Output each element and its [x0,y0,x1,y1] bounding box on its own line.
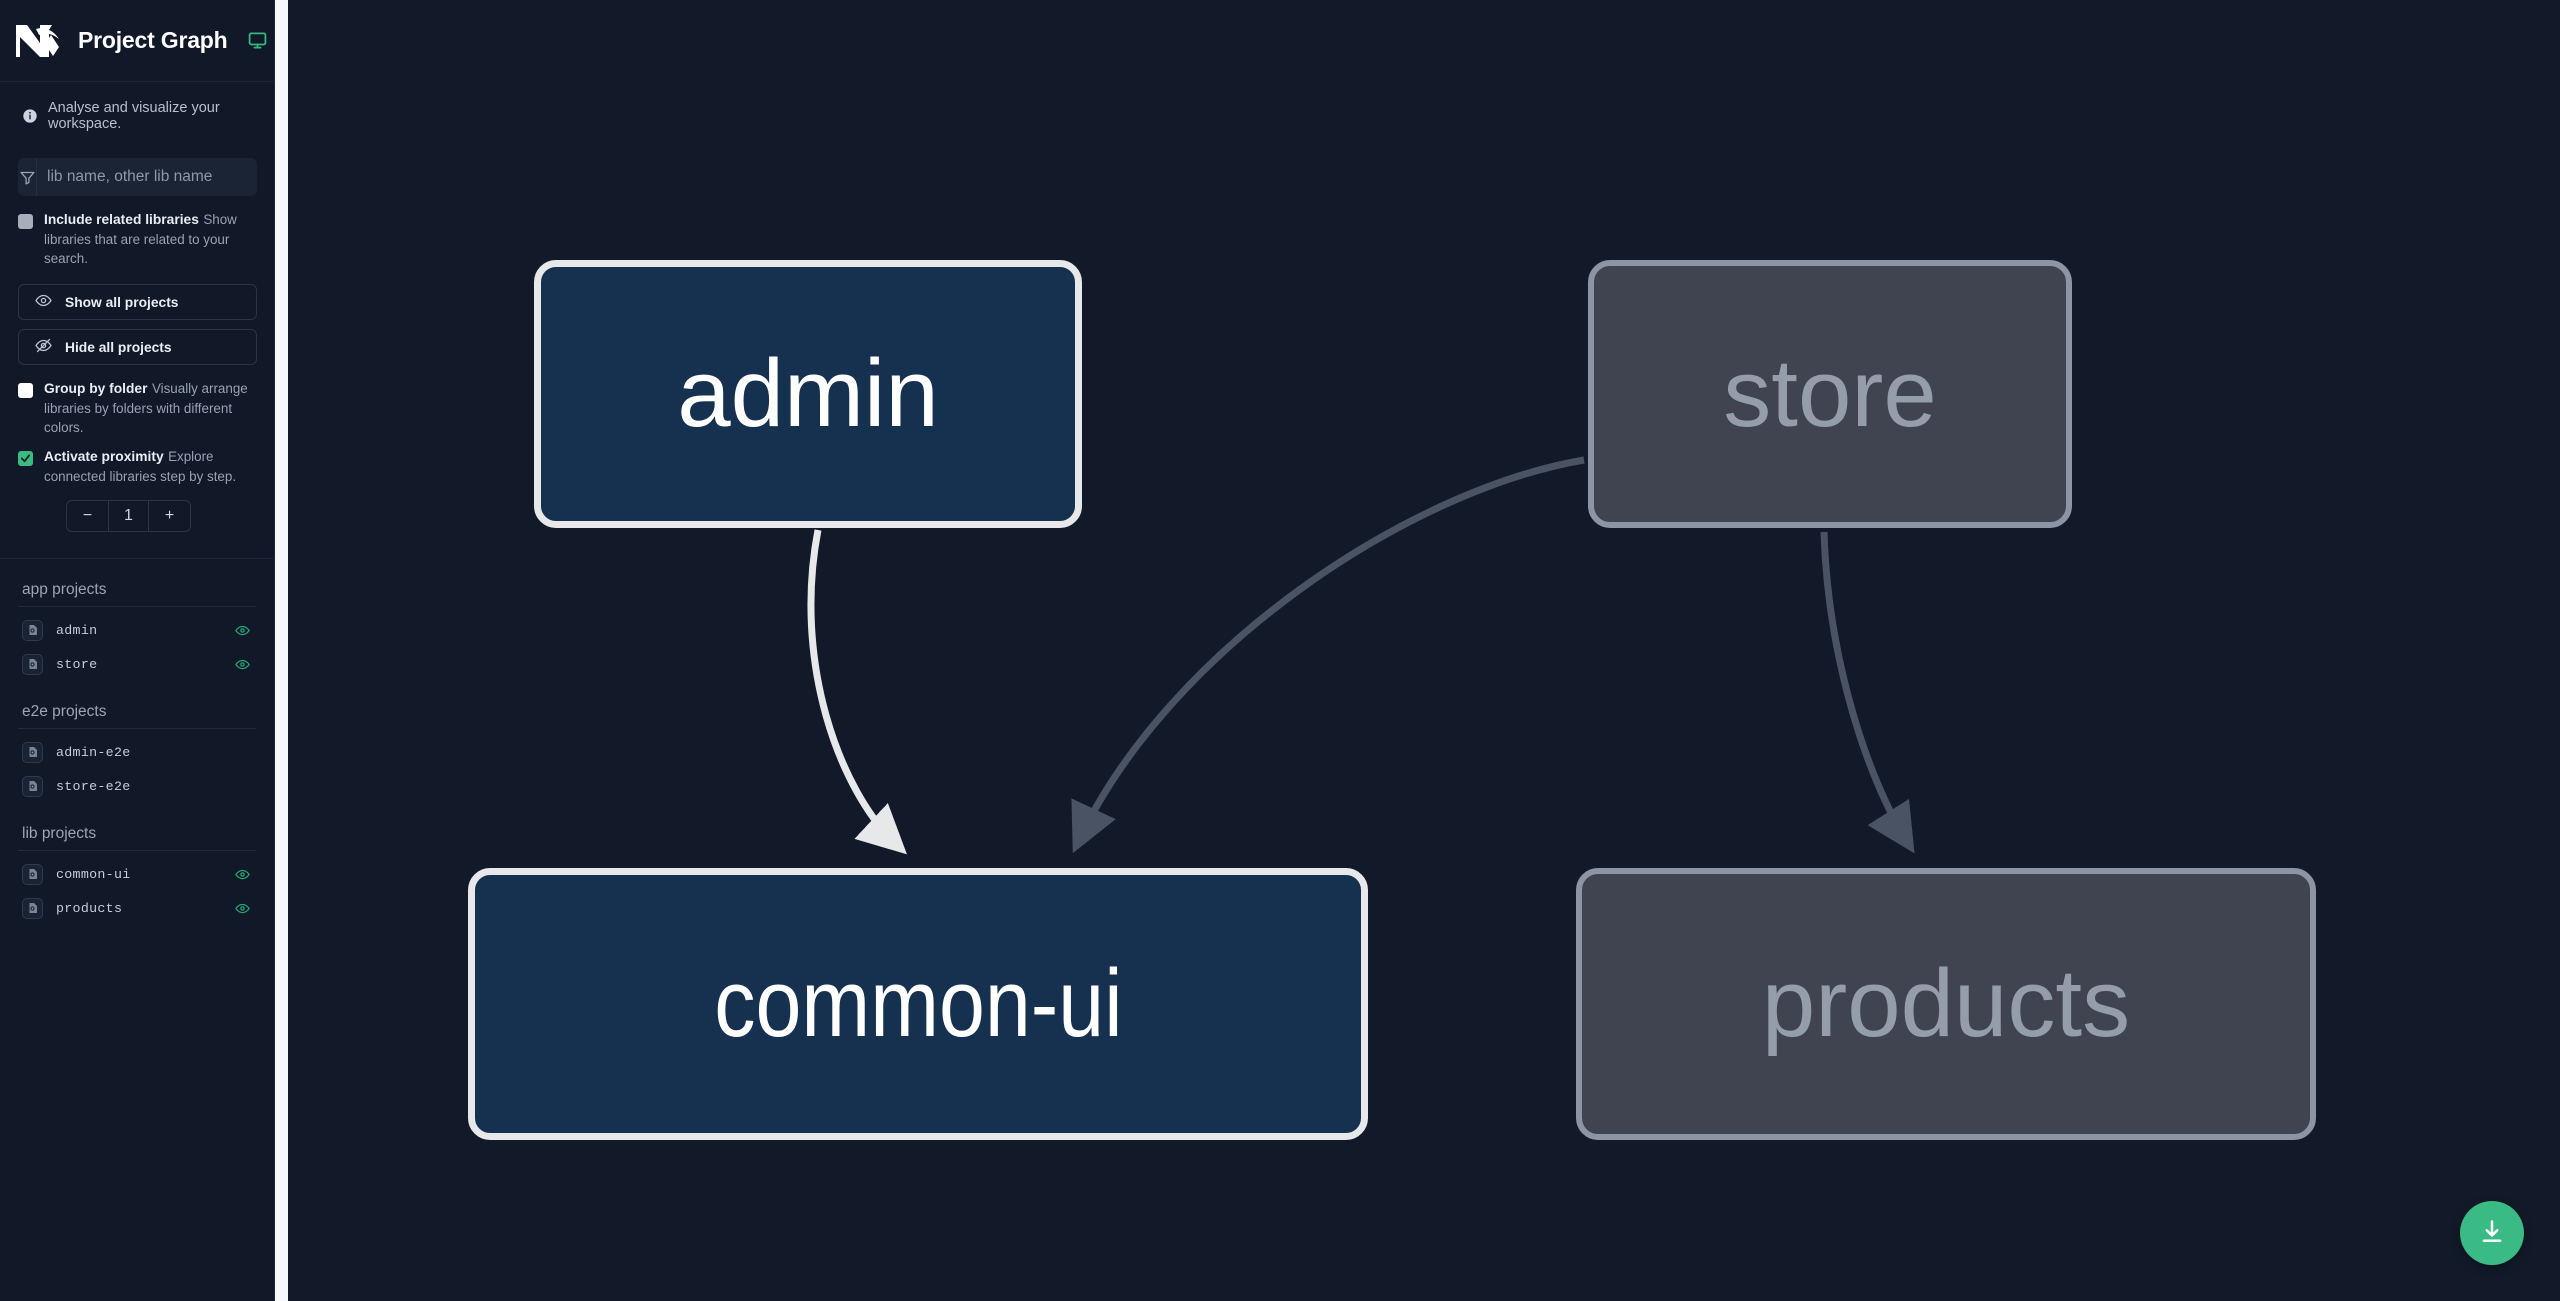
hide-all-projects-label: Hide all projects [65,339,172,355]
graph-node-label: products [1761,950,2131,1057]
sidebar-header: Project Graph [0,0,274,82]
project-row-store-e2e[interactable]: store-e2e [18,769,256,803]
group-by-folder-label: Group by folder [44,381,148,397]
graph-node-products[interactable]: products [1576,868,2316,1140]
sidebar: Project Graph Analyse and visualize your… [0,0,275,1301]
info-icon [22,108,38,124]
include-related-description: Show libraries that are related to your … [44,212,237,267]
project-row-products[interactable]: products [18,891,256,925]
include-related-libraries-option[interactable]: Include related libraries Show libraries… [18,210,256,268]
proximity-decrement-button[interactable]: − [82,507,93,525]
graph-node-store[interactable]: store [1588,260,2072,528]
project-visibility-eye-icon[interactable] [235,867,250,882]
project-file-icon [22,897,43,919]
eye-icon [35,292,52,312]
edge-store-common-ui [1071,456,1585,854]
activate-proximity-label: Activate proximity [44,449,164,465]
project-visibility-eye-icon[interactable] [235,623,250,638]
project-visibility-eye-icon[interactable] [235,901,250,916]
project-name: store-e2e [56,778,131,794]
graph-edges [807,456,1915,855]
search-field[interactable] [18,158,257,196]
graph-node-label: common-ui [713,950,1123,1057]
eye-off-icon [35,337,52,357]
project-name: products [56,900,123,916]
show-all-projects-label: Show all projects [65,294,179,310]
hide-all-projects-button[interactable]: Hide all projects [18,329,257,366]
activate-proximity-option[interactable]: Activate proximity Explore connected lib… [18,447,256,486]
project-group-title: e2e projects [18,681,256,730]
group-by-folder-description: Visually arrange libraries by folders wi… [44,381,248,436]
edge-admin-common-ui [807,529,907,855]
graph-node-admin[interactable]: admin [534,260,1082,528]
project-group-lib: lib projects common-ui products [0,803,274,925]
project-name: admin [56,622,98,638]
project-name: admin-e2e [56,744,131,760]
sidebar-divider [0,558,274,560]
page-title: Project Graph [78,27,228,53]
visibility-buttons: Show all projects Hide all projects [18,284,257,366]
project-file-icon [22,653,43,675]
proximity-increment-button[interactable]: + [164,507,175,525]
graph-node-label: store [1723,340,1937,447]
nx-logo-icon [14,19,64,63]
workspace-subtitle-text: Analyse and visualize your workspace. [48,100,220,132]
project-name: common-ui [56,866,131,882]
group-by-folder-checkbox[interactable] [18,383,33,399]
workspace-subtitle: Analyse and visualize your workspace. [0,82,274,142]
include-related-label: Include related libraries [44,212,199,227]
sidebar-controls: Include related libraries Show libraries… [0,142,274,533]
project-file-icon [22,863,43,885]
proximity-value: 1 [108,501,149,532]
project-visibility-eye-icon[interactable] [235,657,250,672]
project-row-common-ui[interactable]: common-ui [18,857,256,891]
project-file-icon [22,775,43,797]
project-group-app: app projects admin store [0,559,274,681]
sidebar-resize-handle[interactable] [275,0,288,1301]
project-file-icon [22,619,43,641]
activate-proximity-description: Explore connected libraries step by step… [44,449,237,485]
project-row-store[interactable]: store [18,647,256,681]
project-row-admin-e2e[interactable]: admin-e2e [18,735,256,769]
monitor-icon[interactable] [248,31,267,50]
graph-canvas[interactable]: admin store common-ui products [288,0,2560,1301]
graph-node-common-ui[interactable]: common-ui [468,868,1368,1140]
project-group-title: app projects [18,559,256,608]
activate-proximity-checkbox[interactable] [18,451,33,467]
download-graph-button[interactable] [2460,1201,2524,1265]
project-file-icon [22,741,43,763]
filter-icon [18,158,37,196]
download-icon [2478,1218,2506,1249]
search-input[interactable] [37,158,257,196]
show-all-projects-button[interactable]: Show all projects [18,284,257,321]
project-row-admin[interactable]: admin [18,613,256,647]
project-group-e2e: e2e projects admin-e2e store-e2e [0,681,274,803]
graph-node-label: admin [677,340,939,447]
project-name: store [56,656,98,672]
group-by-folder-option[interactable]: Group by folder Visually arrange librari… [18,379,256,437]
include-related-checkbox[interactable] [18,214,33,229]
proximity-stepper[interactable]: − 1 + [66,500,191,533]
project-group-title: lib projects [18,803,256,852]
edge-store-products [1820,531,1915,854]
